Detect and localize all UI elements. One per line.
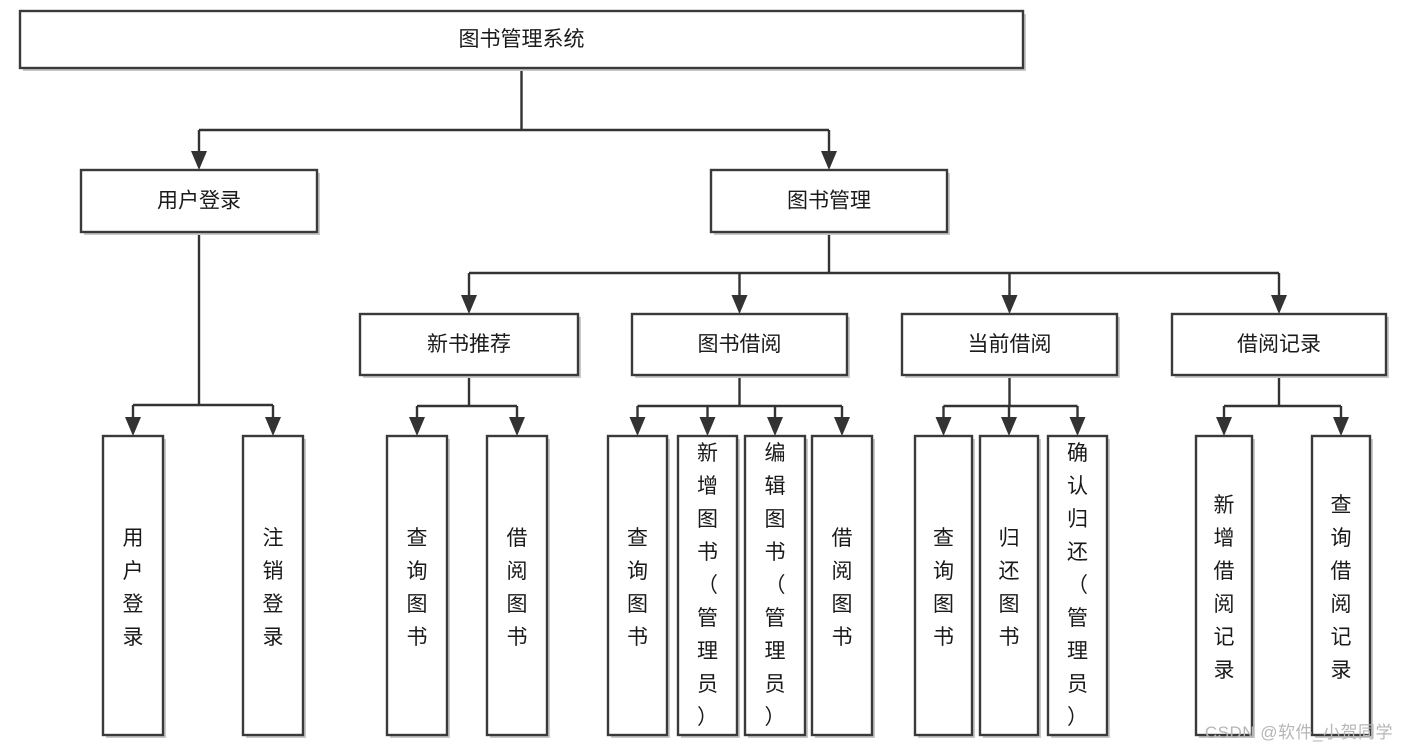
- node-box[interactable]: [709, 168, 949, 234]
- arrow-head-icon: [1216, 417, 1232, 436]
- node-label: 归还图书: [999, 527, 1020, 649]
- node-label: 查询图书: [407, 527, 428, 649]
- node-leaf-0[interactable]: 用户登录: [101, 434, 166, 738]
- connector-group: [409, 375, 525, 436]
- node-l3-3[interactable]: 借阅记录: [1170, 312, 1389, 378]
- node-box[interactable]: [1310, 434, 1372, 737]
- node-l3-2[interactable]: 当前借阅: [900, 312, 1120, 378]
- arrow-head-icon: [125, 417, 141, 436]
- arrow-head-icon: [1333, 417, 1349, 436]
- node-box[interactable]: [79, 168, 319, 234]
- node-leaf-1[interactable]: 注销登录: [241, 434, 306, 738]
- node-box[interactable]: [241, 434, 305, 737]
- node-l3-0[interactable]: 新书推荐: [358, 312, 581, 378]
- connector-group: [125, 232, 281, 436]
- node-leaf-7[interactable]: 借阅图书: [810, 434, 875, 738]
- arrow-head-icon: [461, 295, 477, 314]
- node-l2-1[interactable]: 图书管理: [709, 168, 950, 235]
- arrow-head-icon: [191, 151, 207, 170]
- arrow-head-icon: [1001, 295, 1018, 314]
- node-box[interactable]: [676, 434, 739, 737]
- arrow-head-icon: [409, 417, 425, 436]
- arrow-head-icon: [935, 417, 952, 436]
- node-label: 注销登录: [263, 527, 284, 649]
- node-label: 确认归还（管理员）: [1067, 442, 1088, 729]
- node-label: 借阅记录: [1237, 333, 1321, 356]
- node-label: 借阅图书: [832, 527, 853, 649]
- node-label: 新书推荐: [427, 333, 511, 356]
- node-label: 当前借阅: [968, 333, 1052, 356]
- node-leaf-6[interactable]: 编辑图书（管理员）: [743, 434, 808, 738]
- connector-group: [629, 375, 850, 436]
- node-box[interactable]: [913, 434, 974, 737]
- node-box[interactable]: [18, 9, 1025, 70]
- node-leaf-8[interactable]: 查询图书: [913, 434, 975, 738]
- connector-group: [935, 375, 1086, 436]
- node-label: 编辑图书（管理员）: [765, 442, 786, 729]
- node-label: 查询图书: [933, 527, 954, 649]
- node-leaf-2[interactable]: 查询图书: [385, 434, 450, 738]
- node-root-0[interactable]: 图书管理系统: [18, 9, 1026, 71]
- arrow-head-icon: [1001, 417, 1017, 436]
- node-label: 新增借阅记录: [1214, 494, 1235, 682]
- node-box[interactable]: [1170, 312, 1388, 377]
- arrow-head-icon: [629, 417, 646, 436]
- node-leaf-12[interactable]: 查询借阅记录: [1310, 434, 1373, 738]
- node-box[interactable]: [743, 434, 807, 737]
- arrow-head-icon: [1271, 295, 1287, 314]
- arrow-head-icon: [731, 295, 748, 314]
- node-box[interactable]: [485, 434, 549, 737]
- node-box[interactable]: [101, 434, 165, 737]
- node-label: 借阅图书: [507, 527, 528, 649]
- node-label: 查询图书: [627, 527, 648, 649]
- connector-group: [1216, 375, 1349, 436]
- connector-group: [461, 232, 1287, 314]
- node-box[interactable]: [1194, 434, 1254, 737]
- node-box[interactable]: [385, 434, 449, 737]
- node-l2-0[interactable]: 用户登录: [79, 168, 320, 235]
- arrow-head-icon: [834, 417, 850, 436]
- arrow-head-icon: [265, 417, 281, 436]
- node-label: 新增图书（管理员）: [697, 442, 718, 729]
- node-box[interactable]: [606, 434, 669, 737]
- node-label: 用户登录: [157, 190, 241, 213]
- node-box[interactable]: [978, 434, 1040, 737]
- node-label: 图书管理: [787, 190, 871, 213]
- node-label: 用户登录: [123, 527, 144, 649]
- node-leaf-9[interactable]: 归还图书: [978, 434, 1041, 738]
- node-leaf-3[interactable]: 借阅图书: [485, 434, 550, 738]
- node-label: 图书借阅: [698, 333, 782, 356]
- node-leaf-10[interactable]: 确认归还（管理员）: [1046, 434, 1110, 738]
- arrow-head-icon: [699, 417, 716, 436]
- node-leaf-5[interactable]: 新增图书（管理员）: [676, 434, 740, 738]
- arrow-head-icon: [509, 417, 525, 436]
- node-box[interactable]: [358, 312, 580, 377]
- node-box[interactable]: [810, 434, 874, 737]
- arrow-head-icon: [1069, 417, 1086, 436]
- arrow-head-icon: [821, 151, 837, 170]
- node-box[interactable]: [900, 312, 1119, 377]
- node-label: 图书管理系统: [459, 28, 585, 51]
- nodes-layer: 图书管理系统用户登录图书管理新书推荐图书借阅当前借阅借阅记录用户登录注销登录查询…: [18, 9, 1389, 738]
- node-leaf-11[interactable]: 新增借阅记录: [1194, 434, 1255, 738]
- connectors-layer: [125, 68, 1349, 436]
- node-box[interactable]: [1046, 434, 1109, 737]
- node-box[interactable]: [630, 312, 849, 377]
- node-l3-1[interactable]: 图书借阅: [630, 312, 850, 378]
- arrow-head-icon: [767, 417, 783, 436]
- node-label: 查询借阅记录: [1331, 494, 1352, 682]
- node-leaf-4[interactable]: 查询图书: [606, 434, 670, 738]
- connector-group: [191, 68, 837, 170]
